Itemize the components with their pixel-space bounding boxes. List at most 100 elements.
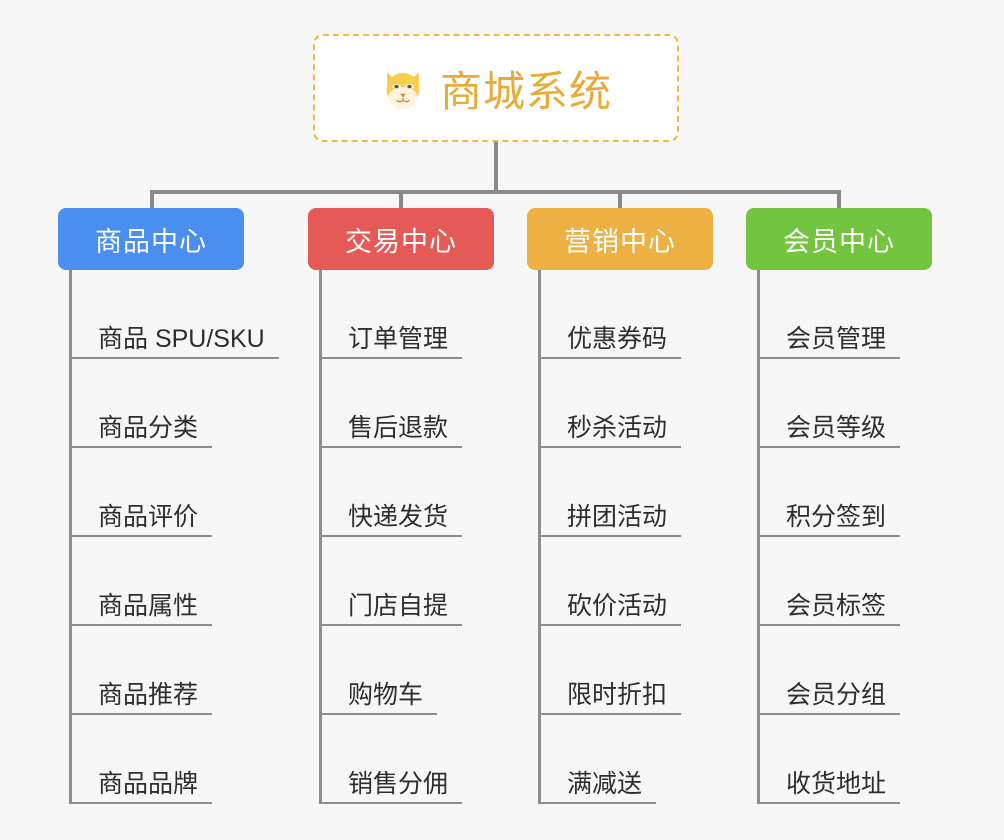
list-item-underline — [757, 357, 900, 359]
list-item-label: 商品品牌 — [98, 769, 199, 798]
list-item-label: 积分签到 — [786, 502, 887, 531]
list-item[interactable]: 销售分佣 — [319, 715, 494, 804]
list-item-label: 商品评价 — [98, 502, 199, 531]
list-item-underline — [538, 624, 681, 626]
list-item-underline — [69, 446, 212, 448]
list-item-label: 会员分组 — [786, 680, 887, 709]
list-item-underline — [319, 535, 462, 537]
connector-drop-product-center — [150, 190, 154, 208]
leaf-list-marketing-center: 优惠券码 秒杀活动 拼团活动 砍价活动 限时折扣 满减送 — [527, 270, 713, 804]
leaf-list-member-center: 会员管理 会员等级 积分签到 会员标签 会员分组 收货地址 — [746, 270, 932, 804]
list-item[interactable]: 优惠券码 — [538, 270, 713, 359]
branch-product-center: 商品中心 商品 SPU/SKU 商品分类 商品评价 商品属性 商品推荐 — [58, 208, 279, 804]
list-item-label: 收货地址 — [786, 769, 887, 798]
list-item[interactable]: 商品推荐 — [69, 626, 244, 715]
list-item-underline — [319, 357, 462, 359]
list-item-underline — [69, 535, 212, 537]
list-item-label: 销售分佣 — [348, 769, 449, 798]
list-item[interactable]: 会员等级 — [757, 359, 932, 448]
list-item-underline — [757, 802, 900, 804]
list-item[interactable]: 商品品牌 — [69, 715, 244, 804]
leaf-list-trade-center: 订单管理 售后退款 快递发货 门店自提 购物车 销售分佣 — [308, 270, 494, 804]
list-item-label: 门店自提 — [348, 591, 449, 620]
list-item[interactable]: 满减送 — [538, 715, 713, 804]
branch-marketing-center: 营销中心 优惠券码 秒杀活动 拼团活动 砍价活动 限时折扣 — [527, 208, 713, 804]
category-label: 营销中心 — [564, 226, 676, 257]
list-item-underline — [538, 357, 681, 359]
shiba-dog-face-icon — [380, 65, 426, 111]
list-item-underline — [757, 446, 900, 448]
list-item-underline — [757, 624, 900, 626]
list-item[interactable]: 拼团活动 — [538, 448, 713, 537]
branch-member-center: 会员中心 会员管理 会员等级 积分签到 会员标签 会员分组 — [746, 208, 932, 804]
list-item-underline — [538, 713, 681, 715]
list-item[interactable]: 限时折扣 — [538, 626, 713, 715]
list-item[interactable]: 门店自提 — [319, 537, 494, 626]
list-item[interactable]: 商品分类 — [69, 359, 244, 448]
list-item[interactable]: 商品属性 — [69, 537, 244, 626]
leaf-spine — [757, 270, 760, 804]
list-item-label: 限时折扣 — [567, 680, 668, 709]
category-header-product-center[interactable]: 商品中心 — [58, 208, 244, 270]
list-item[interactable]: 秒杀活动 — [538, 359, 713, 448]
list-item-label: 售后退款 — [348, 413, 449, 442]
list-item[interactable]: 砍价活动 — [538, 537, 713, 626]
list-item-label: 会员管理 — [786, 324, 887, 353]
list-item-underline — [319, 713, 437, 715]
list-item[interactable]: 商品评价 — [69, 448, 244, 537]
root-node[interactable]: 商城系统 — [313, 34, 679, 142]
list-item-underline — [757, 535, 900, 537]
list-item-label: 商品属性 — [98, 591, 199, 620]
list-item[interactable]: 订单管理 — [319, 270, 494, 359]
list-item-underline — [538, 802, 656, 804]
list-item-label: 快递发货 — [348, 502, 449, 531]
list-item-label: 拼团活动 — [567, 502, 668, 531]
list-item-label: 优惠券码 — [567, 324, 668, 353]
list-item-underline — [69, 357, 279, 359]
list-item-underline — [319, 802, 462, 804]
list-item-label: 会员等级 — [786, 413, 887, 442]
list-item-label: 会员标签 — [786, 591, 887, 620]
list-item[interactable]: 购物车 — [319, 626, 494, 715]
list-item-underline — [757, 713, 900, 715]
connector-drop-marketing-center — [618, 190, 622, 208]
list-item-label: 商品 SPU/SKU — [98, 324, 265, 353]
category-label: 会员中心 — [783, 226, 895, 257]
category-label: 商品中心 — [95, 226, 207, 257]
list-item-label: 商品推荐 — [98, 680, 199, 709]
leaf-spine — [319, 270, 322, 804]
leaf-list-product-center: 商品 SPU/SKU 商品分类 商品评价 商品属性 商品推荐 商品品牌 — [58, 270, 279, 804]
list-item-underline — [538, 535, 681, 537]
list-item[interactable]: 会员标签 — [757, 537, 932, 626]
list-item-label: 商品分类 — [98, 413, 199, 442]
list-item[interactable]: 快递发货 — [319, 448, 494, 537]
connector-drop-member-center — [837, 190, 841, 208]
connector-root-vertical — [494, 142, 498, 192]
category-header-marketing-center[interactable]: 营销中心 — [527, 208, 713, 270]
root-title: 商城系统 — [439, 67, 612, 115]
leaf-spine — [69, 270, 72, 804]
list-item-underline — [538, 446, 681, 448]
list-item-underline — [69, 624, 212, 626]
list-item-underline — [69, 713, 212, 715]
branch-trade-center: 交易中心 订单管理 售后退款 快递发货 门店自提 购物车 — [308, 208, 494, 804]
list-item-label: 订单管理 — [348, 324, 449, 353]
list-item-underline — [69, 802, 212, 804]
list-item-label: 购物车 — [348, 680, 424, 709]
list-item[interactable]: 会员分组 — [757, 626, 932, 715]
list-item-label: 满减送 — [567, 769, 643, 798]
leaf-spine — [538, 270, 541, 804]
list-item[interactable]: 会员管理 — [757, 270, 932, 359]
category-header-member-center[interactable]: 会员中心 — [746, 208, 932, 270]
connector-drop-trade-center — [399, 190, 403, 208]
list-item[interactable]: 积分签到 — [757, 448, 932, 537]
list-item-underline — [319, 446, 462, 448]
list-item-label: 秒杀活动 — [567, 413, 668, 442]
list-item[interactable]: 售后退款 — [319, 359, 494, 448]
list-item-label: 砍价活动 — [567, 591, 668, 620]
list-item-underline — [319, 624, 462, 626]
category-header-trade-center[interactable]: 交易中心 — [308, 208, 494, 270]
list-item[interactable]: 商品 SPU/SKU — [69, 270, 279, 359]
list-item[interactable]: 收货地址 — [757, 715, 932, 804]
